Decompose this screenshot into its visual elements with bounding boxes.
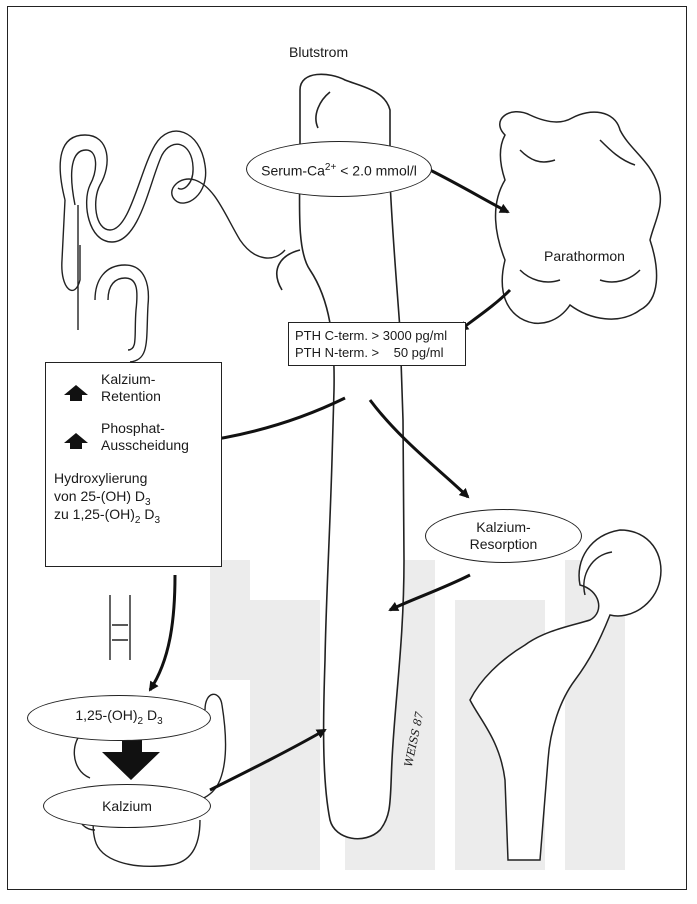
ca-resorption-1: Kalzium- [476,519,530,535]
calcium-label: Kalzium [102,798,152,815]
flow-arrow-icon [150,575,175,690]
hydroxylation-3-text: zu 1,25-(OH) [54,506,135,522]
serum-ca-sup: 2+ [325,162,336,173]
parathyroid-gland [496,112,661,324]
pth-n-text: PTH N-term. > 50 pg/ml [295,344,443,361]
serum-ca-oval: Serum-Ca2+ < 2.0 mmol/l [246,141,432,197]
down-arrow-icon [102,738,160,780]
vitamin-d-oval: 1,25-(OH)2 D3 [27,695,211,741]
hydroxylation-2-text: von 25-(OH) D [54,488,145,504]
phosphate-1: Phosphat- [101,420,165,437]
blood-flow-label: Blutstrom [289,44,348,61]
hydroxylation-1: Hydroxylierung [54,470,147,487]
hydroxylation-3-d: D [140,506,154,522]
ca-resorption-oval: Kalzium-Resorption [425,509,582,563]
ca-retention-1: Kalzium- [101,371,155,388]
ca-resorption-2: Resorption [470,536,538,552]
calcium-oval: Kalzium [43,784,211,828]
serum-ca-text: Serum-Ca [261,162,325,178]
phosphate-2: Ausscheidung [101,437,189,454]
kidney-effects-box: Kalzium- Retention Phosphat- Ausscheidun… [45,362,222,567]
up-arrow-icon [64,385,88,395]
pth-c-text: PTH C-term. > 3000 pg/ml [295,327,447,344]
pth-box: PTH C-term. > 3000 pg/ml PTH N-term. > 5… [288,322,466,366]
vitd-sub2: 3 [157,715,163,726]
hydroxylation-3-sub2: 3 [154,515,160,526]
flow-arrow-icon [460,290,510,330]
serum-ca-suffix: < 2.0 mmol/l [336,162,417,178]
vitd-d: D [143,707,157,723]
parathormon-label: Parathormon [544,248,625,265]
ca-retention-2: Retention [101,388,161,405]
flow-arrow-icon [430,170,508,212]
up-arrow-icon [64,433,88,443]
vitd-text: 1,25-(OH) [75,707,137,723]
hydroxylation-3: zu 1,25-(OH)2 D3 [54,506,160,529]
